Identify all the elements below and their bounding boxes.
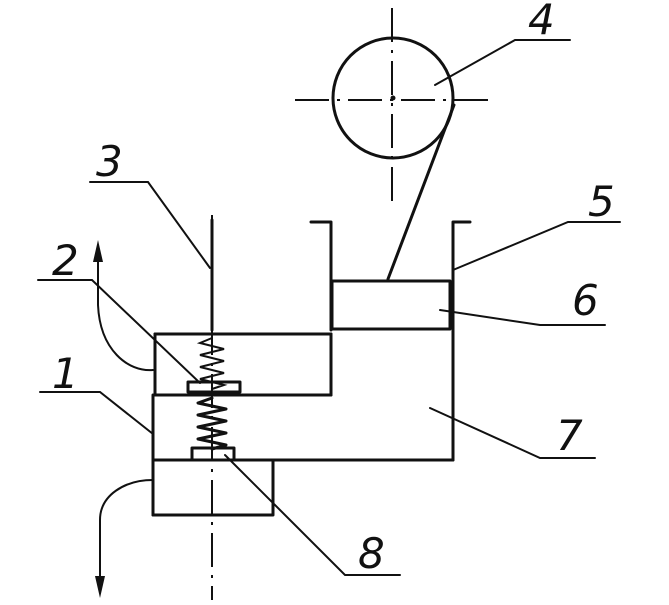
label-4: 4 [528,0,555,44]
lower-seat [190,446,236,462]
tank-right-wall [451,220,472,462]
belt-line [386,103,456,281]
label-5: 5 [588,177,615,226]
outlet-arrow-head [95,576,105,598]
leader-7 [429,407,596,459]
upper-chamber [153,332,333,397]
pulley [295,8,490,205]
leader-1 [39,391,154,435]
leader-8 [224,454,401,576]
leader-4 [434,39,571,86]
tank-housing [309,220,472,462]
leader-2 [37,279,201,384]
label-3: 3 [96,137,123,186]
leader-lines [37,39,621,576]
valve-plate [186,380,242,394]
tank-left-wall [309,220,333,332]
label-1: 1 [52,349,79,398]
leader-5 [452,221,621,271]
pulley-center [390,95,396,101]
valve-body [151,393,455,517]
outlet-box [151,458,275,517]
outlet-arrow [95,479,154,598]
leader-3 [89,181,211,269]
leader-6 [439,309,606,326]
lower-spring [196,396,228,451]
label-7: 7 [556,411,583,460]
label-6: 6 [572,276,599,325]
inlet-arrow-head [93,240,103,262]
inlet-arrow [93,240,154,372]
weight-block [330,279,452,331]
label-8: 8 [358,529,385,578]
label-2: 2 [52,236,79,285]
